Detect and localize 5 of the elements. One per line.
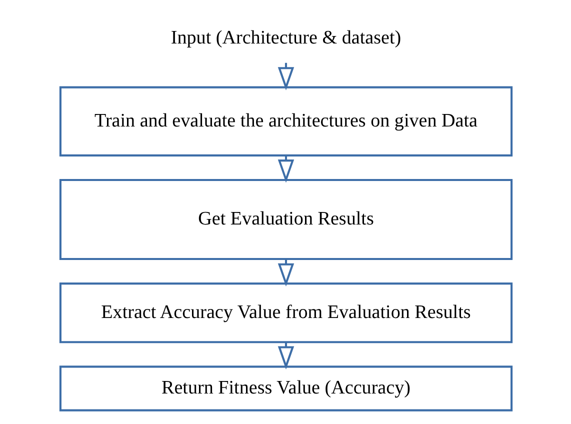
node-box: Extract Accuracy Value from Evaluation Results xyxy=(58,282,512,344)
node-text: Input (Architecture & dataset) xyxy=(170,27,401,48)
node-box: Train and evaluate the architectures on given Data xyxy=(58,86,512,156)
node-box: Get Evaluation Results xyxy=(58,178,512,260)
node-box: Return Fitness Value (Accuracy) xyxy=(58,366,512,412)
